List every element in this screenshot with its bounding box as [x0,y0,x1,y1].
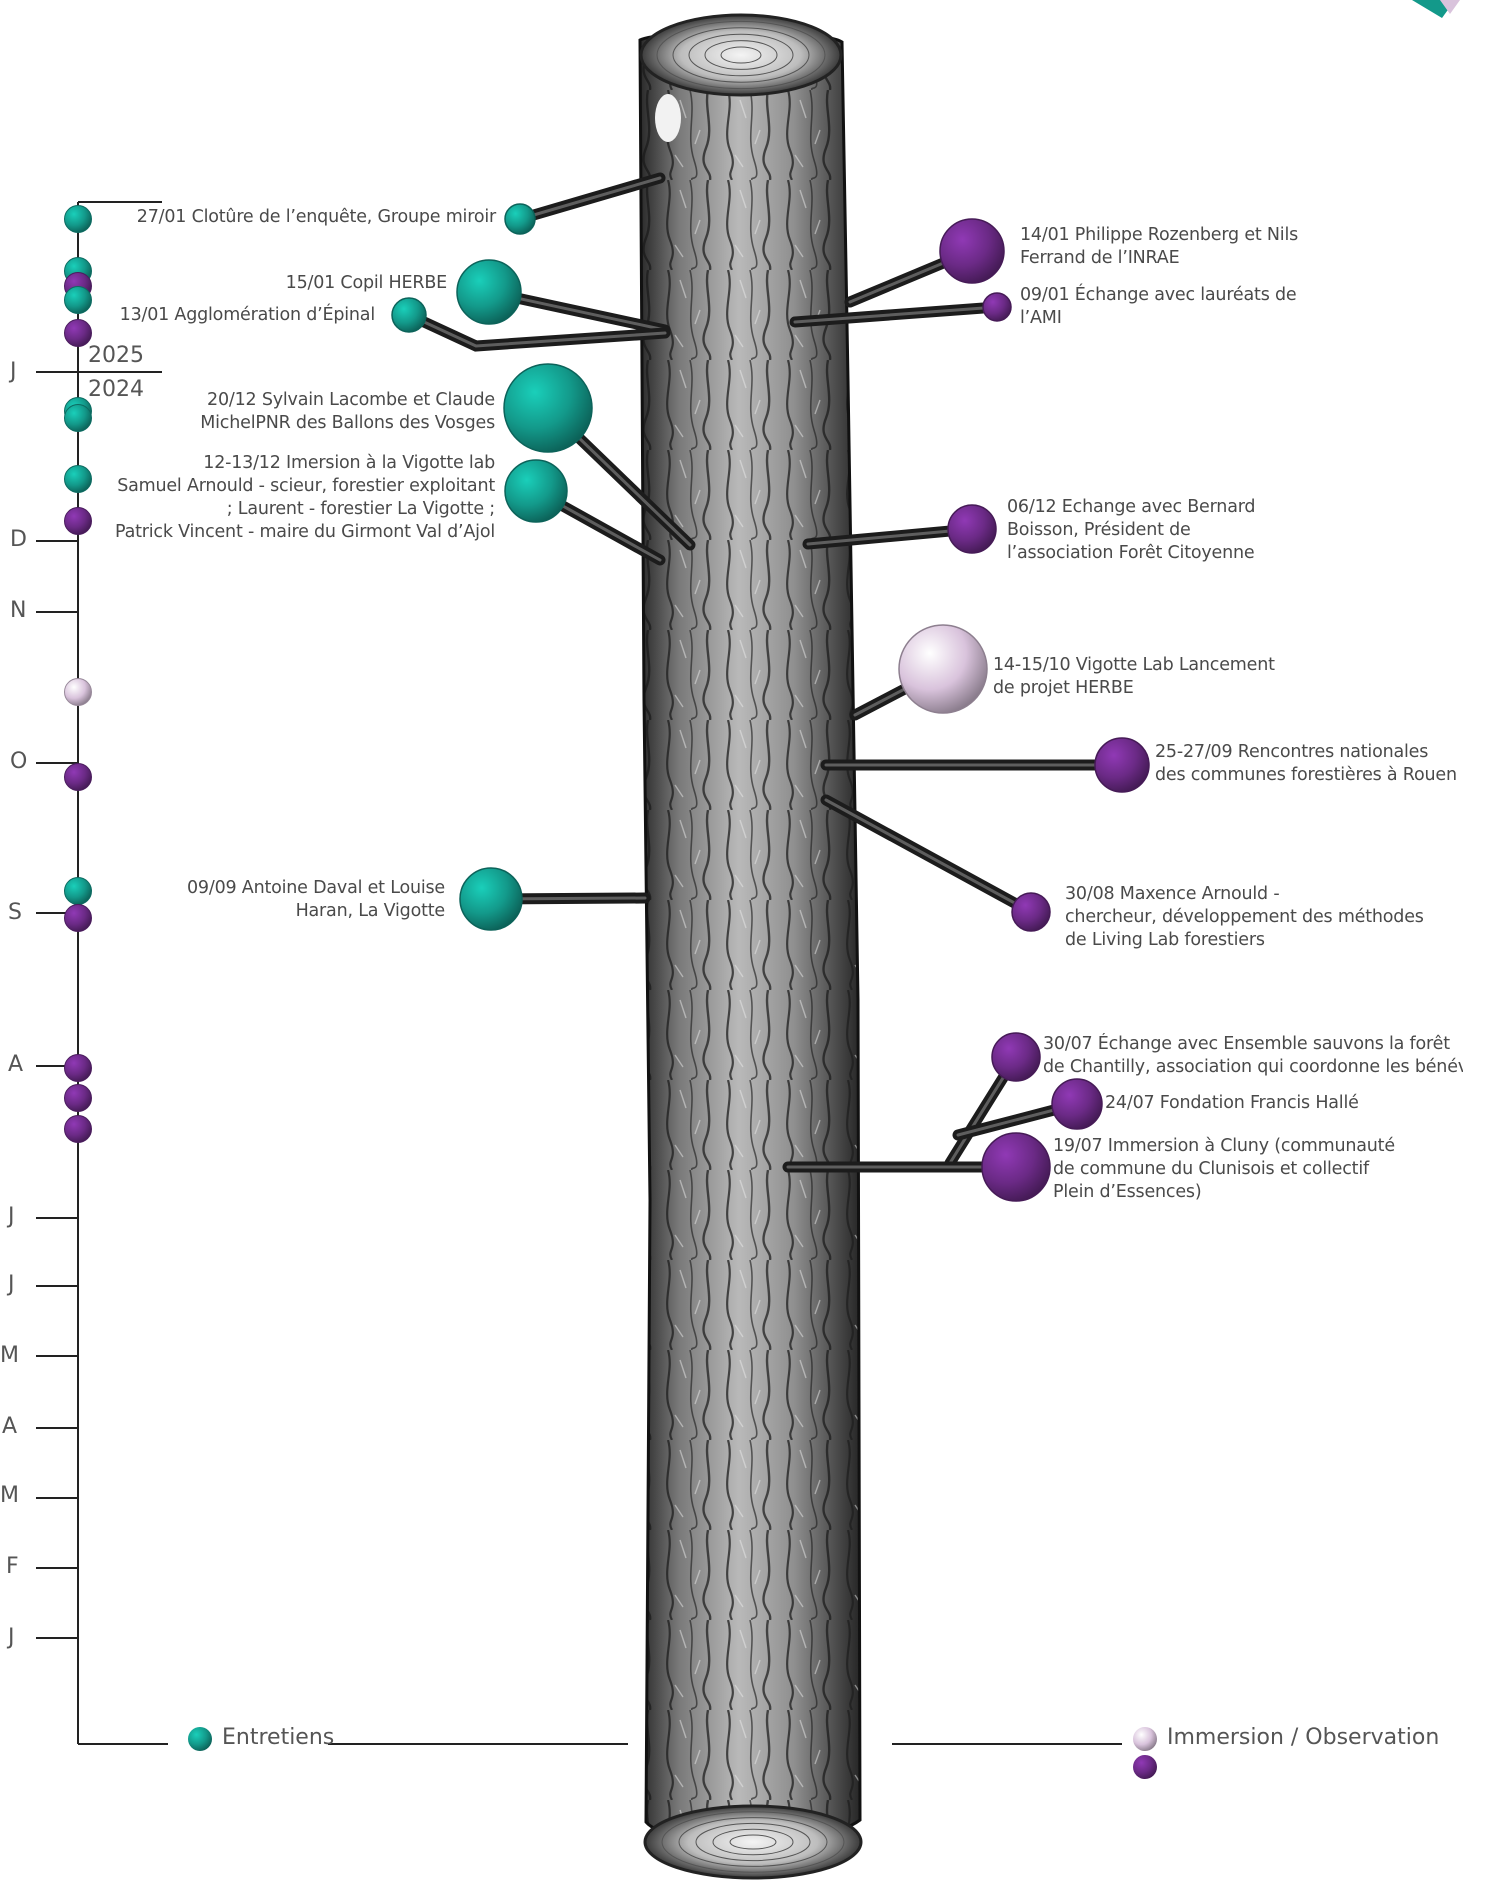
year-label-2025: 2025 [88,343,144,368]
timeline-dot-apports [65,1085,92,1112]
timeline-dot-apports [65,1055,92,1082]
month-label-jul: J [8,1204,15,1229]
event-label-e8: 06/12 Echange avec Bernard Boisson, Prés… [1007,496,1255,565]
event-label-e13: 30/07 Échange avec Ensemble sauvons la f… [1043,1033,1463,1079]
event-label-e4: 14/01 Philippe Rozenberg et Nils Ferrand… [1020,224,1298,270]
timeline-dot-apports [65,1116,92,1143]
month-label-jan-2024: J [8,1625,15,1650]
timeline-dot-entretiens [65,878,92,905]
branch-highlight-e1 [520,178,660,219]
event-label-e3: 13/01 Agglomération d’Épinal [120,304,375,327]
event-node-e1 [505,204,535,234]
tree-trunk [640,15,861,1878]
event-node-e2 [457,260,521,324]
event-label-e9: 14-15/10 Vigotte Lab Lancement de projet… [993,654,1275,700]
event-node-e13 [992,1033,1040,1081]
event-node-e10 [1095,738,1149,792]
month-label-dec: D [10,527,27,552]
timeline-axis [36,202,168,1744]
trunk-top-rings [641,15,841,95]
event-node-e6 [504,364,592,452]
legend-entretiens-label: Entretiens [222,1725,334,1750]
event-label-e7: 12-13/12 Imersion à la Vigotte lab Samue… [115,452,495,544]
event-node-e9 [899,625,987,713]
month-label-apr: A [2,1414,17,1439]
year-label-2024: 2024 [88,377,144,402]
trunk-bark-texture [640,32,860,1843]
timeline-dot-immersion [65,679,92,706]
month-label-aug: A [8,1052,23,1077]
event-label-e1: 27/01 Clotûre de l’enquête, Groupe miroi… [137,206,496,229]
event-node-e5 [983,293,1011,321]
month-label-mar: M [0,1483,19,1508]
timeline-dot-apports [65,764,92,791]
legend-entretiens-swatch [188,1727,212,1751]
event-node-e7 [505,460,567,522]
trunk-bottom-rings [645,1806,861,1878]
month-label-sep: S [8,900,22,925]
month-label-may: M [0,1343,19,1368]
event-node-e11 [460,868,522,930]
timeline-dot-entretiens [65,466,92,493]
month-label-oct: O [10,749,27,774]
month-label-jun: J [8,1272,15,1297]
legend-immersion-label: Immersion / Observation [1167,1725,1439,1750]
event-node-e3 [392,298,426,332]
timeline-dot-entretiens [65,206,92,233]
month-label-jan-2025: J [10,359,17,384]
event-label-e10: 25-27/09 Rencontres nationales des commu… [1155,741,1457,787]
event-label-e12: 30/08 Maxence Arnould - chercheur, dével… [1065,883,1424,952]
trunk-knot [655,94,681,142]
event-node-e12 [1012,893,1050,931]
timeline-dot-entretiens [65,287,92,314]
event-label-e6: 20/12 Sylvain Lacombe et Claude MichelPN… [200,389,495,435]
event-node-e8 [948,505,996,553]
event-node-e15 [982,1133,1050,1201]
timeline-dot-apports [65,508,92,535]
event-node-e14 [1052,1079,1102,1129]
timeline-dot-apports [65,905,92,932]
event-label-e5: 09/01 Échange avec lauréats de l’AMI [1020,284,1296,330]
timeline-dot-entretiens [65,405,92,432]
event-label-e2: 15/01 Copil HERBE [286,272,447,295]
legend-apports-swatch [1133,1755,1157,1779]
month-label-feb: F [6,1554,19,1579]
month-label-nov: N [10,598,26,623]
event-label-e14: 24/07 Fondation Francis Hallé [1105,1092,1359,1115]
event-label-e15: 19/07 Immersion à Cluny (communauté de c… [1053,1135,1395,1204]
legend-immersion-swatch [1133,1727,1157,1751]
event-node-e4 [940,219,1004,283]
event-label-e11: 09/09 Antoine Daval et Louise Haran, La … [187,877,445,923]
